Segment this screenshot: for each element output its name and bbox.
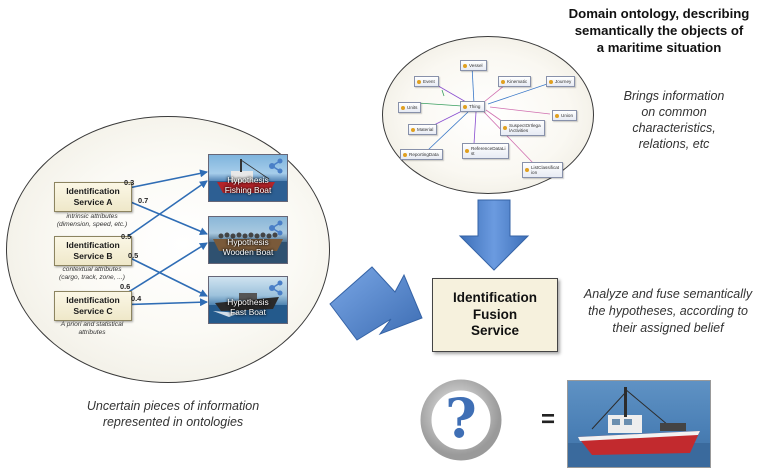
edge-thing-listclass: [483, 111, 535, 165]
wooden-label-line1: Hypothesis: [227, 237, 269, 247]
arrow-b-fishing: [113, 180, 208, 247]
wooden-boat-image: [209, 232, 287, 263]
weight-c-wooden: 0.6: [120, 282, 131, 291]
edge-extra-1: [441, 89, 445, 97]
ontology-node-vessel: Vessel: [460, 60, 487, 71]
diagonal-arrow: [329, 266, 423, 341]
service-c-title-line1: Identification: [66, 295, 120, 305]
result-fishing-boat-photo: [567, 380, 711, 468]
ontology-node-listclassification: ListClassificat ion: [522, 162, 564, 178]
left-caption: Uncertain pieces of information represen…: [50, 398, 296, 430]
identification-fusion-service: Identification Fusion Service: [432, 278, 558, 352]
question-mark-icon: ?: [445, 386, 477, 450]
ontology-node-event: Event: [414, 76, 439, 87]
service-c-desc-line2: attributes: [78, 329, 106, 336]
fishing-label-line2: Fishing Boat: [224, 184, 272, 195]
ontology-heading-line2: semantically the objects of: [574, 23, 744, 38]
service-a-title-line1: Identification: [66, 186, 120, 196]
suspect-line1: SuspectOrIlega: [509, 123, 541, 128]
left-caption-line2: represented in ontologies: [102, 415, 244, 429]
service-c-title-line2: Service C: [73, 306, 113, 316]
edge-thing-vessel: [471, 65, 475, 105]
fishing-label-line1: Hypothesis: [227, 175, 269, 185]
ontology-node-suspect: SuspectOrIlega lActivities: [500, 120, 545, 136]
ontology-node-material: Material: [408, 124, 438, 135]
weight-c-fast: 0.4: [131, 294, 142, 303]
edge-thing-union: [489, 106, 551, 115]
fusion-desc-line3: their assigned belief: [612, 321, 724, 335]
hypothesis-wooden-boat: Hypothesis Wooden Boat: [208, 216, 288, 264]
ontology-node-units: Units: [398, 102, 422, 113]
fusion-description: Analyze and fuse semantically the hypoth…: [562, 286, 774, 337]
ontology-desc-line1: Brings information: [623, 89, 725, 103]
weight-a-fishing: 0.3: [124, 178, 135, 187]
wooden-label-line2: Wooden Boat: [222, 246, 274, 257]
service-c-description: A priori and statistical attributes: [40, 321, 144, 337]
service-a-desc-line2: (dimension, speed, etc.): [56, 221, 128, 228]
ontology-node-thing: Thing: [460, 101, 485, 112]
hypothesis-fast-label: Hypothesis Fast Boat: [209, 297, 287, 317]
ontology-heading-line3: a maritime situation: [596, 40, 722, 55]
fusion-title-line1: Identification: [453, 290, 537, 306]
equals-sign: =: [541, 406, 556, 433]
weight-b-fishing: 0.5: [121, 232, 132, 241]
edge-thing-reference: [473, 111, 477, 145]
suspect-line2: lActivities: [509, 128, 529, 133]
fusion-desc-line2: the hypotheses, according to: [588, 304, 748, 318]
hypothesis-fishing-boat: Hypothesis Fishing Boat: [208, 154, 288, 202]
ontology-node-reportingdata: ReportingData: [400, 149, 443, 160]
fishing-boat-image: [209, 159, 287, 201]
service-a-title-line2: Service A: [73, 197, 113, 207]
ontology-heading-line1: Domain ontology, describing: [568, 6, 750, 21]
down-arrow: [458, 199, 530, 271]
service-b-title-line2: Service B: [73, 251, 113, 261]
reference-line1: ReferenceDataLi: [471, 146, 506, 151]
weight-a-wooden: 0.7: [138, 196, 149, 205]
ontology-node-referencedatalist: ReferenceDataLi st: [462, 143, 510, 159]
fast-label-line1: Hypothesis: [227, 297, 269, 307]
fast-boat-image: [209, 293, 287, 323]
result-boat-image: [568, 387, 710, 467]
left-caption-line1: Uncertain pieces of information: [86, 399, 260, 413]
identification-service-b: Identification Service B: [54, 236, 132, 266]
identification-service-c: Identification Service C: [54, 291, 132, 321]
ontology-node-union: Union: [552, 110, 578, 121]
edge-thing-journey: [487, 80, 557, 105]
hypothesis-fast-boat: Hypothesis Fast Boat: [208, 276, 288, 324]
ontology-desc-line2: on common: [641, 105, 707, 119]
service-b-description: contextual attributes (cargo, track, zon…: [40, 266, 144, 282]
ontology-node-icon: [269, 220, 283, 236]
reference-line2: st: [471, 151, 475, 156]
ontology-heading: Domain ontology, describing semantically…: [540, 5, 778, 56]
weight-b-fast: 0.5: [128, 251, 139, 260]
hypothesis-fishing-label: Hypothesis Fishing Boat: [209, 175, 287, 195]
ontology-desc-line3: characteristics,: [632, 121, 716, 135]
listclass-line1: ListClassificat: [531, 165, 560, 170]
fusion-desc-line1: Analyze and fuse semantically: [583, 287, 753, 301]
listclass-line2: ion: [531, 170, 538, 175]
service-b-desc-line2: (cargo, track, zone, ...): [59, 274, 125, 281]
fusion-title-line2: Fusion: [472, 306, 518, 322]
service-b-title-line1: Identification: [66, 240, 120, 250]
question-ring-icon: [420, 379, 502, 461]
ontology-node-kinematic: Kinematic: [498, 76, 532, 87]
fast-label-line2: Fast Boat: [230, 306, 266, 317]
fusion-title-line3: Service: [470, 323, 520, 339]
service-c-desc-line1: A priori and statistical: [60, 321, 124, 328]
service-b-desc-line1: contextual attributes: [62, 266, 122, 273]
edge-thing-units: [417, 102, 463, 107]
ontology-desc-line4: relations, etc: [638, 137, 710, 151]
ontology-description: Brings information on common characteris…: [608, 88, 740, 152]
hypothesis-wooden-label: Hypothesis Wooden Boat: [209, 237, 287, 257]
ontology-node-icon: [269, 280, 283, 296]
ontology-node-journey: Journey: [546, 76, 576, 87]
identification-service-a: Identification Service A: [54, 182, 132, 212]
edge-thing-reporting: [427, 111, 469, 151]
service-a-description: intrinsic attributes (dimension, speed, …: [40, 213, 144, 229]
service-a-desc-line1: intrinsic attributes: [66, 213, 118, 220]
ontology-node-icon: [269, 158, 283, 174]
